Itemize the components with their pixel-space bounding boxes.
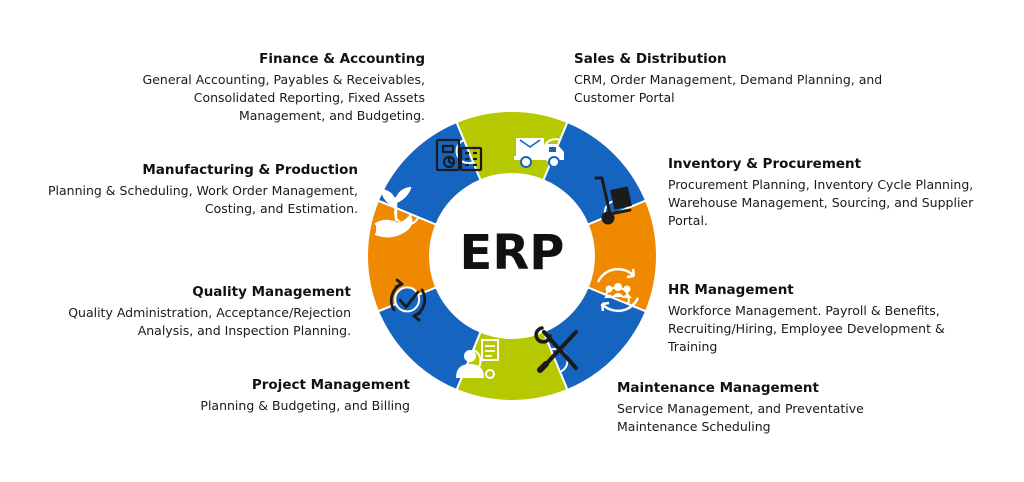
module-desc-line: Quality Administration, Acceptance/Rejec… [68, 305, 351, 320]
module-title: Finance & Accounting [259, 51, 425, 67]
module-title: Inventory & Procurement [668, 156, 862, 172]
quality-check-icon [389, 278, 427, 322]
module-title: Maintenance Management [617, 380, 819, 396]
module-title: Sales & Distribution [574, 51, 727, 67]
project-manager-icon [456, 339, 499, 379]
sales-distribution-module: Sales & Distribution CRM, Order Manageme… [574, 51, 914, 107]
module-title: Quality Management [192, 284, 351, 300]
module-desc-line: Consolidated Reporting, Fixed Assets [193, 90, 425, 105]
module-desc-line: Planning & Scheduling, Work Order Manage… [47, 183, 358, 198]
module-desc-line: Customer Portal [574, 90, 675, 105]
module-desc-line: Warehouse Management, Sourcing, and Supp… [668, 195, 974, 210]
center-disc [431, 175, 593, 337]
wrench-screwdriver-icon [534, 326, 578, 373]
module-desc-line: CRM, Order Management, Demand Planning, … [574, 72, 883, 87]
module-desc-line: Maintenance Scheduling [617, 419, 771, 434]
financial-report-icon [435, 138, 483, 172]
module-desc-line: Workforce Management. Payroll & Benefits… [668, 303, 940, 318]
hr-management-module: HR Management Workforce Management. Payr… [668, 282, 988, 356]
quality-management-module: Quality Management Quality Administratio… [40, 284, 351, 340]
project-management-module: Project Management Planning & Budgeting,… [120, 377, 410, 415]
module-desc-line: Training [668, 339, 718, 354]
plant-hand-icon [374, 186, 413, 238]
module-desc-line: Portal. [668, 213, 708, 228]
module-desc-line: Service Management, and Preventative [617, 401, 864, 416]
module-desc-line: Analysis, and Inspection Planning. [137, 323, 351, 338]
manufacturing-production-module: Manufacturing & Production Planning & Sc… [20, 162, 358, 218]
erp-center-label: ERP [460, 225, 565, 281]
module-desc-line: Management, and Budgeting. [238, 108, 425, 123]
module-title: Manufacturing & Production [142, 162, 358, 178]
puzzle-knob-manufacturing [394, 286, 421, 313]
module-desc-line: Procurement Planning, Inventory Cycle Pl… [668, 177, 974, 192]
team-cycle-icon [596, 267, 640, 313]
hand-truck-icon [594, 176, 632, 225]
finance-accounting-module: Finance & Accounting General Accounting,… [120, 51, 425, 125]
module-title: Project Management [251, 377, 410, 393]
ring-segment-manufacturing [376, 286, 482, 392]
inventory-procurement-module: Inventory & Procurement Procurement Plan… [668, 156, 998, 230]
module-desc-line: Planning & Budgeting, and Billing [200, 398, 410, 413]
maintenance-management-module: Maintenance Management Service Managemen… [617, 380, 917, 436]
module-desc-line: Recruiting/Hiring, Employee Development … [668, 321, 945, 336]
module-desc-line: Costing, and Estimation. [204, 201, 358, 216]
module-desc-line: General Accounting, Payables & Receivabl… [142, 72, 425, 87]
module-title: HR Management [668, 282, 794, 298]
delivery-truck-icon [514, 138, 564, 168]
